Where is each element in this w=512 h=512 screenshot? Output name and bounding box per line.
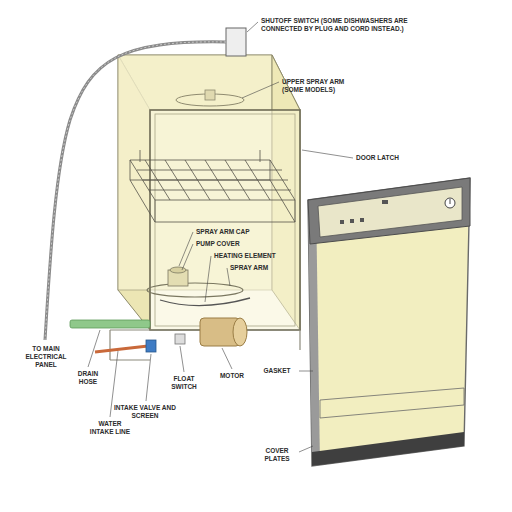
- part-label: HEATING ELEMENT: [214, 252, 299, 260]
- part-label: SPRAY ARM CAP: [196, 228, 271, 236]
- part-label: DRAIN HOSE: [70, 370, 106, 386]
- part-label: FLOAT SWITCH: [164, 375, 204, 391]
- spray-arm-cap: [170, 267, 186, 273]
- cable-ridges: [45, 42, 226, 340]
- part-label: SPRAY ARM: [230, 264, 290, 272]
- part-label: COVER PLATES: [256, 447, 298, 463]
- float-switch: [175, 334, 185, 344]
- control-face: [318, 187, 462, 237]
- knob-pointer: [450, 199, 451, 204]
- shutoff-switch: [226, 28, 246, 56]
- button: [340, 220, 344, 224]
- part-label: INTAKE VALVE AND SCREEN: [114, 404, 176, 420]
- motor-end: [233, 318, 247, 346]
- part-label: TO MAIN ELECTRICAL PANEL: [18, 345, 74, 369]
- door-panel: [308, 178, 470, 466]
- cover-plate: [320, 388, 464, 418]
- upper-spray-hub: [205, 90, 215, 100]
- part-label: GASKET: [256, 367, 298, 375]
- part-label: DOOR LATCH: [356, 154, 416, 162]
- spray-arm: [147, 283, 243, 297]
- button: [350, 219, 354, 223]
- tub-opening: [155, 114, 295, 326]
- electrical-cable: [45, 42, 226, 340]
- dish-rack: [130, 150, 295, 222]
- kick-plate: [312, 432, 464, 466]
- part-label: PUMP COVER: [196, 240, 271, 248]
- intake-valve: [146, 340, 156, 352]
- water-intake-line: [95, 346, 148, 352]
- part-label: MOTOR: [212, 372, 252, 380]
- part-label: WATER INTAKE LINE: [88, 420, 132, 436]
- control-knob: [445, 198, 455, 208]
- button: [360, 218, 364, 222]
- control-panel: [308, 178, 470, 244]
- part-label: SHUTOFF SWITCH (SOME DISHWASHERS ARE CON…: [261, 17, 426, 33]
- drain-hose: [70, 320, 150, 328]
- part-label: UPPER SPRAY ARM (SOME MODELS): [282, 78, 360, 94]
- door-latch-handle: [382, 200, 388, 204]
- tub-front-frame: [150, 110, 300, 330]
